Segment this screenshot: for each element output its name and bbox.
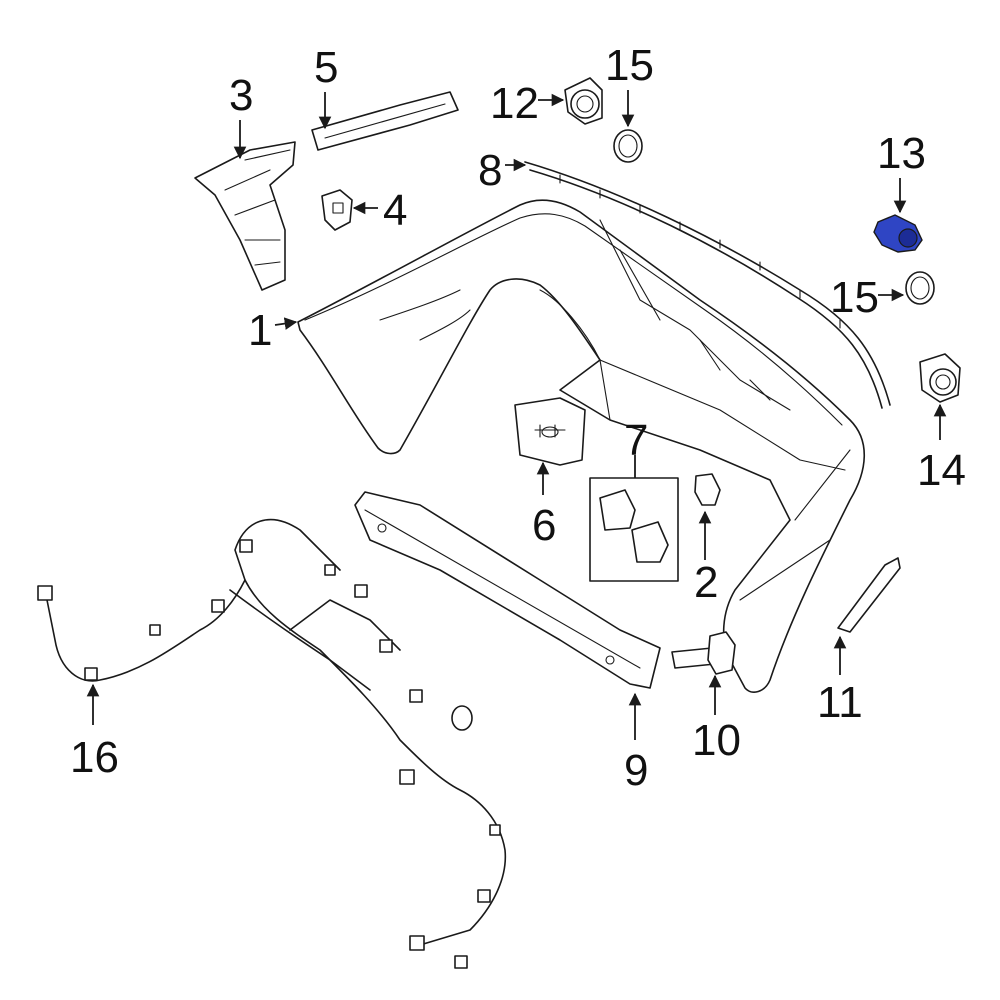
callout-14: 14	[917, 446, 966, 495]
impact-bar-part[interactable]	[354, 491, 661, 689]
callout-11: 11	[817, 678, 863, 727]
push-clip-part[interactable]	[321, 189, 353, 231]
wiring-harness-part[interactable]	[37, 518, 507, 969]
reflector-part[interactable]	[837, 557, 901, 633]
callout-3: 3	[229, 71, 253, 120]
retainer-set-part[interactable]	[589, 477, 679, 582]
sensor-ring-part[interactable]	[613, 129, 643, 163]
sensor-14-part[interactable]	[919, 353, 961, 403]
callout-labels: 1 2 3 4 5 6 7 8 9 10 11 12 13 14 15 15 1…	[70, 41, 966, 795]
callout-2: 2	[694, 558, 718, 607]
sensor-13-part[interactable]	[873, 214, 923, 253]
callout-6: 6	[532, 501, 556, 550]
callout-16: 16	[70, 733, 119, 782]
sensor-ring-part-2[interactable]	[905, 271, 935, 305]
upper-trim-strip-part[interactable]	[524, 161, 891, 409]
trim-strip-part[interactable]	[311, 91, 459, 151]
callout-4: 4	[383, 186, 407, 235]
callout-8: 8	[478, 146, 502, 195]
callout-12: 12	[490, 79, 539, 128]
leader-1	[274, 317, 298, 330]
callout-5: 5	[314, 43, 338, 92]
callout-1: 1	[248, 306, 272, 355]
callout-10: 10	[692, 716, 741, 765]
callout-9: 9	[624, 746, 648, 795]
callout-15: 15	[605, 41, 654, 90]
small-clip-part[interactable]	[694, 473, 721, 506]
sensor-12-part[interactable]	[564, 77, 603, 125]
leader-arrows	[86, 90, 947, 740]
plate-bracket-part[interactable]	[514, 397, 586, 466]
callout-7: 7	[624, 416, 648, 465]
bumper-cover-part[interactable]	[297, 199, 866, 693]
callout-13: 13	[877, 129, 926, 178]
side-bracket-part[interactable]	[194, 141, 296, 291]
bolt-part[interactable]	[671, 631, 736, 675]
callout-15-second: 15	[830, 273, 879, 322]
